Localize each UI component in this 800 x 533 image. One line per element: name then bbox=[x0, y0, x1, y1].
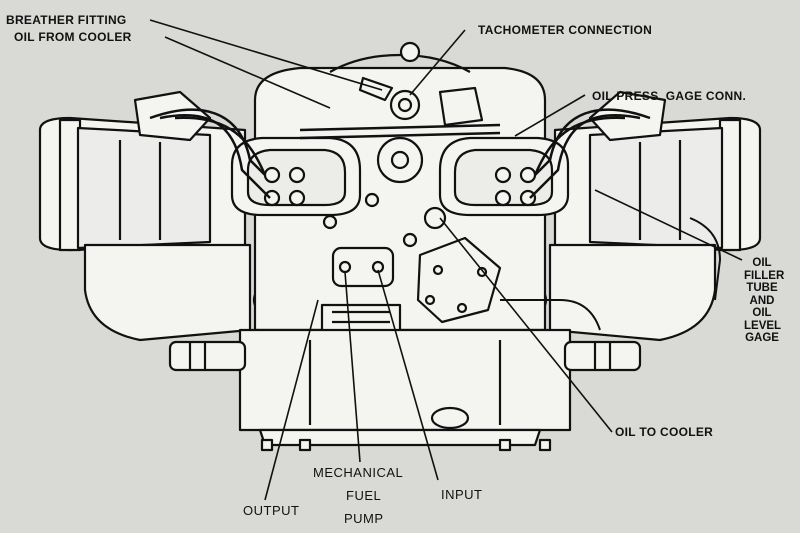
label-oil-filler-tube: OIL FILLER TUBE AND OIL LEVEL GAGE bbox=[744, 257, 785, 345]
label-input: INPUT bbox=[441, 487, 483, 502]
label-oil-filler-line-7: GAGE bbox=[745, 332, 779, 344]
label-mechanical-fuel-pump-3: PUMP bbox=[344, 511, 384, 526]
magneto-left bbox=[230, 136, 362, 217]
oil-sump bbox=[238, 328, 572, 447]
crankcase bbox=[83, 243, 717, 342]
label-oil-filler-line-3: TUBE bbox=[746, 282, 778, 294]
leader-oil-press bbox=[514, 94, 586, 137]
label-breather-fitting: BREATHER FITTING bbox=[6, 13, 127, 27]
leader-fuel-pump bbox=[344, 271, 361, 463]
left-cylinder-bank bbox=[38, 90, 247, 252]
leader-breather bbox=[149, 19, 383, 91]
oil-pump-cover bbox=[416, 236, 502, 324]
mounting-bolts bbox=[260, 438, 552, 452]
leader-oil-filler bbox=[594, 189, 743, 261]
label-oil-filler-line-1: OIL bbox=[752, 257, 772, 269]
label-mechanical-fuel-pump-1: MECHANICAL bbox=[313, 465, 404, 480]
oil-lines bbox=[500, 217, 721, 331]
label-tachometer-connection: TACHOMETER CONNECTION bbox=[478, 23, 653, 37]
label-oil-filler-line-6: LEVEL bbox=[744, 319, 782, 332]
leader-tacho bbox=[409, 29, 466, 96]
label-oil-press-gage-conn: OIL PRESS. GAGE CONN. bbox=[592, 89, 747, 103]
leader-oil-to-cooler bbox=[439, 217, 613, 433]
label-oil-filler-line-2: FILLER bbox=[744, 269, 785, 282]
label-oil-filler-line-4: AND bbox=[749, 294, 775, 307]
label-oil-from-cooler: OIL FROM COOLER bbox=[14, 30, 132, 44]
leader-output bbox=[264, 299, 319, 501]
magneto-right bbox=[438, 136, 570, 217]
label-oil-to-cooler: OIL TO COOLER bbox=[615, 425, 714, 439]
label-oil-filler-line-5: OIL bbox=[752, 307, 772, 319]
label-output: OUTPUT bbox=[243, 503, 300, 518]
label-mechanical-fuel-pump-2: FUEL bbox=[346, 488, 382, 503]
oil-cooler-hoses bbox=[168, 340, 642, 372]
mechanical-fuel-pump bbox=[320, 246, 402, 335]
ignition-harness bbox=[149, 108, 651, 199]
leader-oil-from-cooler bbox=[164, 36, 331, 109]
right-cylinder-bank bbox=[553, 90, 762, 252]
leader-input bbox=[377, 269, 439, 481]
